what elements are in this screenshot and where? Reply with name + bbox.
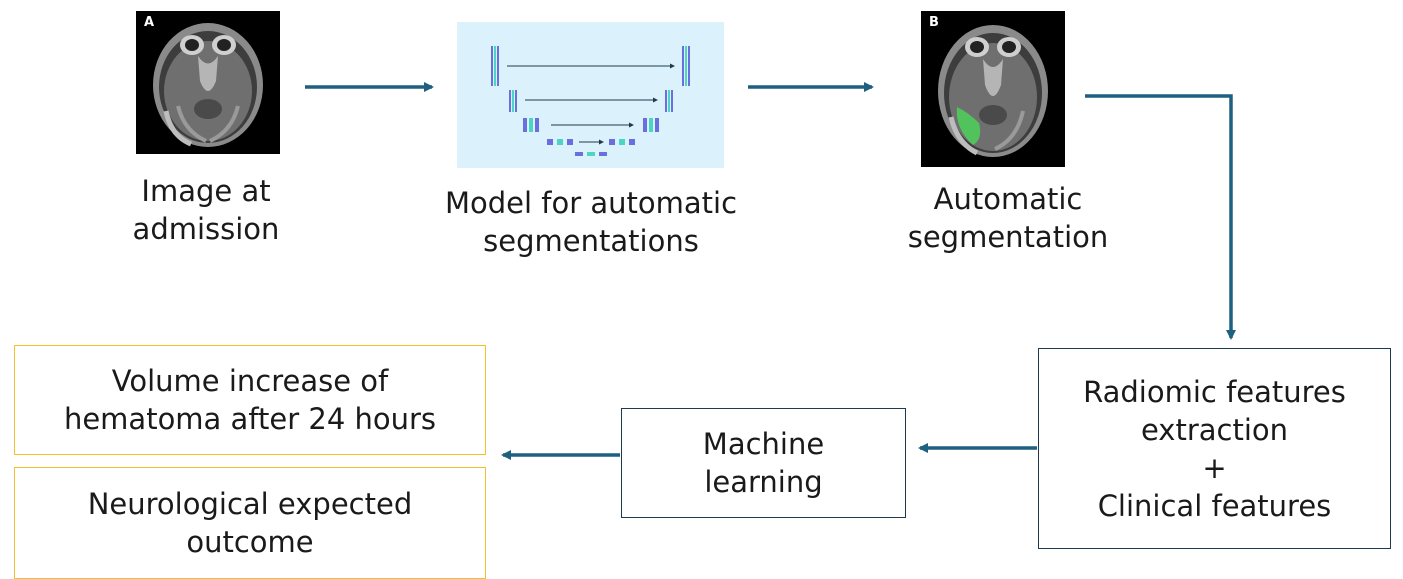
- box-line: outcome: [186, 525, 314, 559]
- box-line: +: [1202, 450, 1227, 485]
- caption-line: segmentation: [907, 220, 1109, 254]
- box-line: extraction: [1140, 412, 1289, 447]
- volume-increase-box: Volume increase of hematoma after 24 hou…: [14, 345, 486, 455]
- caption-image-admission: Image at admission: [116, 172, 296, 248]
- brain-ct-scan-icon: [153, 23, 263, 147]
- brain-ct-segmented-icon: [938, 25, 1048, 157]
- neurological-outcome-box: Neurological expected outcome: [14, 467, 486, 579]
- segmentation-model-diagram: [457, 22, 724, 168]
- box-line: Neurological expected: [87, 487, 413, 521]
- caption-model: Model for automatic segmentations: [436, 184, 746, 260]
- arrow-segmentation-to-radiomic: [1085, 94, 1236, 340]
- caption-line: Model for automatic: [444, 186, 738, 220]
- box-line: learning: [704, 465, 823, 499]
- caption-line: Automatic: [933, 182, 1083, 216]
- box-line: hematoma after 24 hours: [63, 402, 437, 436]
- box-line: Clinical features: [1097, 488, 1332, 523]
- box-line: Radiomic features: [1083, 374, 1346, 409]
- ct-image-segmentation: B: [921, 11, 1065, 167]
- unet-architecture-icon: [491, 46, 690, 156]
- panel-letter: B: [929, 15, 939, 30]
- caption-line: Image at: [141, 174, 271, 208]
- radiomic-features-box: Radiomic features extraction + Clinical …: [1038, 348, 1391, 549]
- box-line: Machine: [702, 427, 825, 461]
- hematoma-overlay: [956, 107, 981, 145]
- caption-auto-segmentation: Automatic segmentation: [890, 180, 1126, 256]
- panel-letter: A: [144, 15, 155, 30]
- caption-line: segmentations: [483, 224, 699, 258]
- caption-line: admission: [132, 212, 280, 246]
- machine-learning-box: Machine learning: [621, 408, 906, 518]
- box-line: Volume increase of: [111, 364, 389, 398]
- ct-image-admission: A: [136, 11, 280, 154]
